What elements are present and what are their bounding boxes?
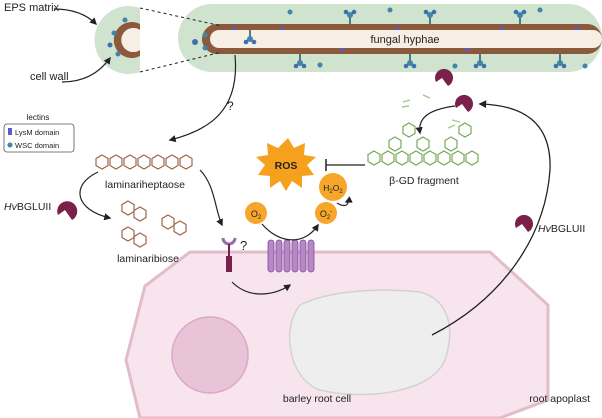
wsc-domain-swatch bbox=[7, 142, 13, 148]
beta-gd-fragment bbox=[367, 122, 479, 166]
lectins-title: lectins bbox=[27, 113, 50, 122]
eps-lectins bbox=[192, 7, 588, 70]
hyphae-tip bbox=[94, 6, 140, 74]
h2o2-bubble bbox=[319, 173, 347, 201]
heptaose-receptor-arrow bbox=[199, 169, 223, 227]
h2o2-label: H2O2 bbox=[323, 183, 343, 195]
hvbgluii-right-label: HvBGLUII bbox=[538, 223, 585, 235]
hvbgluii-right-enzyme bbox=[515, 214, 534, 232]
ros-burst bbox=[256, 138, 316, 191]
lysm-domain-label: LysM domain bbox=[15, 128, 59, 137]
zoom-line-bottom bbox=[139, 51, 223, 73]
receptor-question: ? bbox=[240, 238, 247, 253]
lectins-legend: lectins LysM domain WSC domain bbox=[3, 113, 75, 153]
rboh-channel bbox=[267, 239, 315, 273]
root-apoplast-label: root apoplast bbox=[529, 393, 590, 405]
hydrolysis-arrow bbox=[79, 171, 112, 221]
release-arrow bbox=[168, 54, 237, 143]
cell-wall-label: cell wall bbox=[30, 71, 69, 83]
laminaribiose-label: laminaribiose bbox=[117, 253, 179, 265]
release-question: ? bbox=[227, 99, 234, 113]
secretion-arrow bbox=[431, 100, 551, 336]
eps-matrix-label: EPS matrix bbox=[4, 2, 60, 14]
cell-wall-arrow bbox=[61, 56, 111, 83]
wsc-domain-label: WSC domain bbox=[15, 141, 59, 150]
o2-left-label: O2 bbox=[251, 209, 262, 221]
lysm-domain-swatch bbox=[8, 128, 12, 135]
laminariheptaose-label: laminariheptaose bbox=[105, 179, 185, 191]
h2o2-arrow bbox=[336, 196, 353, 207]
laminariheptaose-molecule bbox=[95, 154, 193, 170]
receptor bbox=[221, 237, 237, 272]
nucleus bbox=[171, 316, 249, 394]
beta-gd-label: β-GD fragment bbox=[389, 175, 459, 187]
o2-right-label: O2- bbox=[320, 209, 332, 221]
vacuole bbox=[288, 289, 451, 396]
o2-right-bubble bbox=[315, 202, 337, 224]
eps-arrow bbox=[53, 8, 98, 26]
laminaribiose-molecules bbox=[121, 200, 187, 248]
hvbgluii-enzyme-top-2 bbox=[455, 94, 474, 112]
barley-root-cell-label: barley root cell bbox=[283, 393, 351, 405]
ros-label: ROS bbox=[275, 160, 298, 172]
hvbgluii-left-enzyme bbox=[57, 201, 78, 220]
degradation-arrow bbox=[415, 105, 456, 135]
fragment-debris bbox=[401, 94, 461, 129]
hvbgluii-enzyme-top-1 bbox=[435, 68, 454, 86]
o2-left-bubble bbox=[245, 202, 267, 224]
hvbgluii-left-label: HvBGLUII bbox=[4, 201, 51, 213]
fungal-hyphae-label: fungal hyphae bbox=[370, 34, 439, 46]
fungal-hyphae bbox=[178, 4, 602, 72]
zoom-line-top bbox=[139, 7, 223, 27]
o2-conversion-arrow bbox=[261, 223, 319, 241]
signal-arrow bbox=[231, 281, 292, 295]
